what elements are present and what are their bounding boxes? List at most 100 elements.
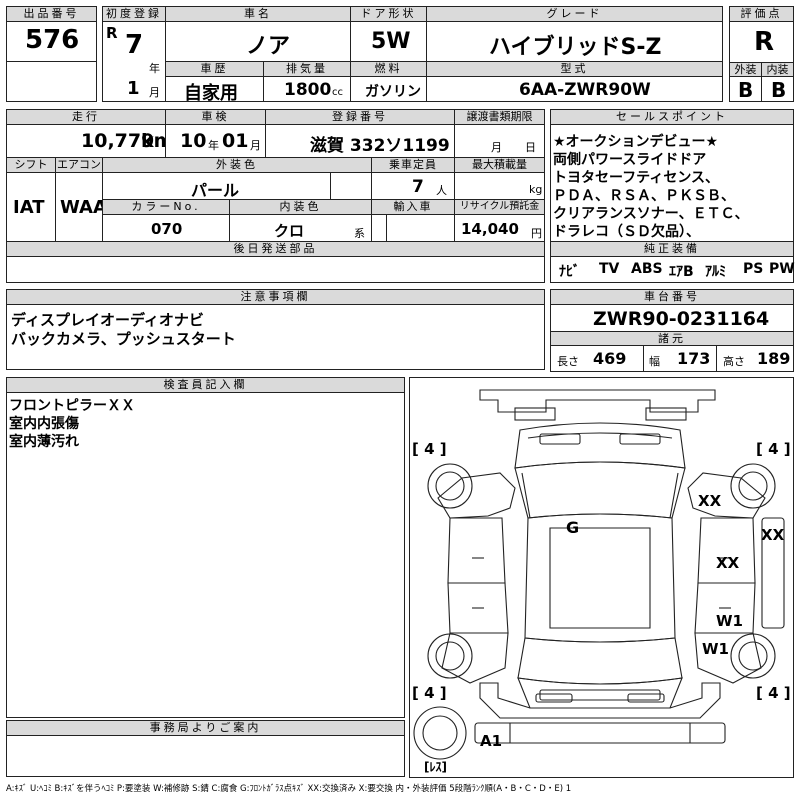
office-label: 事務局よりご案内 [6, 720, 405, 736]
chassis-number: ZWR90-0231164 [593, 308, 770, 330]
note-line: バックカメラ、プッシュスタート [11, 330, 236, 348]
mark-w1: W1 [702, 640, 729, 658]
sales-line: ＰＤＡ、ＲＳＡ、ＰＫＳＢ、 [553, 188, 735, 204]
equip-item: ｴｱB [669, 264, 694, 280]
spare-tire-label: [ﾚｽ] [424, 760, 447, 774]
equip-item: TV [599, 261, 620, 277]
displacement-cell: 1800 cc [263, 76, 351, 102]
capacity-label: 乗車定員 [371, 157, 455, 173]
ac-cell: WAA [55, 172, 107, 242]
color-no: 070 [151, 220, 183, 238]
model-code: 6AA-ZWR90W [519, 80, 651, 100]
history-cell: 自家用 [165, 76, 264, 104]
length: 469 [593, 349, 627, 368]
inspector-line: フロントピラーＸＸ [9, 398, 135, 414]
load-label: 最大積載量 [454, 157, 545, 173]
history-label: 車歴 [165, 61, 264, 77]
grade: ハイブリッドS-Z [489, 35, 662, 60]
interior-cell: B [761, 76, 794, 102]
inspection-label: 車検 [165, 109, 266, 125]
capacity: 7 [412, 177, 424, 197]
displacement-unit: cc [332, 87, 343, 98]
door-cell: 5W [350, 21, 427, 62]
note-line: ディスプレイオーディオナビ [11, 311, 204, 329]
recycle-unit: 円 [531, 227, 542, 240]
interior-grade: B [771, 78, 787, 102]
shift-label: シフト [6, 157, 56, 173]
registration-label: 登録番号 [265, 109, 455, 125]
transfer-label: 譲渡書類期限 [454, 109, 545, 125]
tire-rl: [ 4 ] [412, 684, 447, 702]
door-label: ドア形状 [350, 6, 427, 22]
import-label: 輸入車 [371, 199, 455, 215]
lot-number: 576 [25, 25, 80, 55]
int-color-label: 内装色 [229, 199, 372, 215]
equip-item: ABS [631, 261, 663, 277]
transfer-month-unit: 月 [491, 141, 502, 154]
tire-rr: [ 4 ] [756, 684, 791, 702]
notes-cell: ディスプレイオーディオナビ バックカメラ、プッシュスタート [6, 304, 545, 370]
insp-year-unit: 年 [208, 139, 219, 152]
color-no-label: カラーNo. [102, 199, 230, 215]
history: 自家用 [184, 83, 238, 104]
car-name: ノア [246, 34, 291, 59]
fuel-cell: ガソリン [350, 76, 427, 102]
length-label: 長さ [557, 355, 579, 368]
color-label: 外装色 [102, 157, 372, 173]
notes-label: 注意事項欄 [6, 289, 545, 305]
sales-line: ドラレコ（ＳＤ欠品）、 [553, 224, 700, 240]
insp-month-unit: 月 [250, 139, 261, 152]
inspector-line: 室内薄汚れ [9, 434, 79, 450]
mark-xx: XX [761, 526, 785, 544]
int-color: クロ [274, 222, 305, 240]
office-cell [6, 735, 405, 777]
exterior-grade: B [738, 78, 754, 102]
width-label: 幅 [649, 355, 660, 368]
fuel-label: 燃料 [350, 61, 427, 77]
transfer-day-unit: 日 [525, 141, 536, 154]
shift: IAT [13, 197, 45, 218]
color-cell: パール [102, 172, 372, 200]
car-outline [413, 389, 785, 760]
lot-blank-cell [6, 61, 97, 102]
inspection-cell: 10 年 01 月 [165, 124, 266, 158]
model-cell: 6AA-ZWR90W [426, 76, 723, 102]
chassis-cell: ZWR90-0231164 [550, 304, 794, 332]
first-reg-cell: R 7 年 1 月 [102, 21, 166, 102]
spec-cell: 長さ 469 幅 173 高さ 189 [550, 345, 794, 372]
equip-item: ｱﾙﾐ [705, 264, 726, 280]
displacement-label: 排気量 [263, 61, 351, 77]
height-label: 高さ [723, 355, 745, 368]
ac-label: エアコン [55, 157, 103, 173]
grade-cell: ハイブリッドS-Z [426, 21, 723, 62]
transfer-cell: 月 日 [454, 124, 545, 158]
sales-points-cell: ★オークションデビュー★ 両側パワースライドドア トヨタセーフティセンス、 ＰＤ… [550, 124, 794, 242]
later-parts-cell [6, 256, 545, 283]
lot-number-cell: 576 [6, 21, 97, 62]
equip-item: PS [743, 261, 764, 277]
chassis-label: 車台番号 [550, 289, 794, 305]
sales-points-label: セールスポイント [550, 109, 794, 125]
year-unit: 年 [149, 62, 160, 75]
mark-xx: XX [716, 554, 740, 572]
insp-year: 10 [180, 130, 207, 152]
model-label: 型式 [426, 61, 723, 77]
month-unit: 月 [149, 86, 160, 99]
later-parts-label: 後日発送部品 [6, 241, 545, 257]
equipment-cell: ﾅﾋﾞ TV ABS ｴｱB ｱﾙﾐ PS PW [550, 256, 795, 283]
lot-label: 出品番号 [6, 6, 97, 22]
tire-fr: [ 4 ] [756, 440, 791, 458]
recycle-label: リサイクル預託金 [454, 199, 545, 215]
mileage-label: 走行 [6, 109, 166, 125]
reg-month: 1 [127, 78, 140, 99]
interior-label: 内装 [761, 62, 794, 77]
int-color-cell: クロ 系 [229, 214, 372, 242]
score: R [754, 27, 775, 57]
score-cell: R [729, 21, 794, 63]
height: 189 [757, 349, 791, 368]
era: R [106, 24, 118, 42]
color-no-cell: 070 [102, 214, 230, 242]
exterior-label: 外装 [729, 62, 762, 77]
insp-month: 01 [222, 130, 249, 152]
reg-year: 7 [125, 30, 144, 60]
